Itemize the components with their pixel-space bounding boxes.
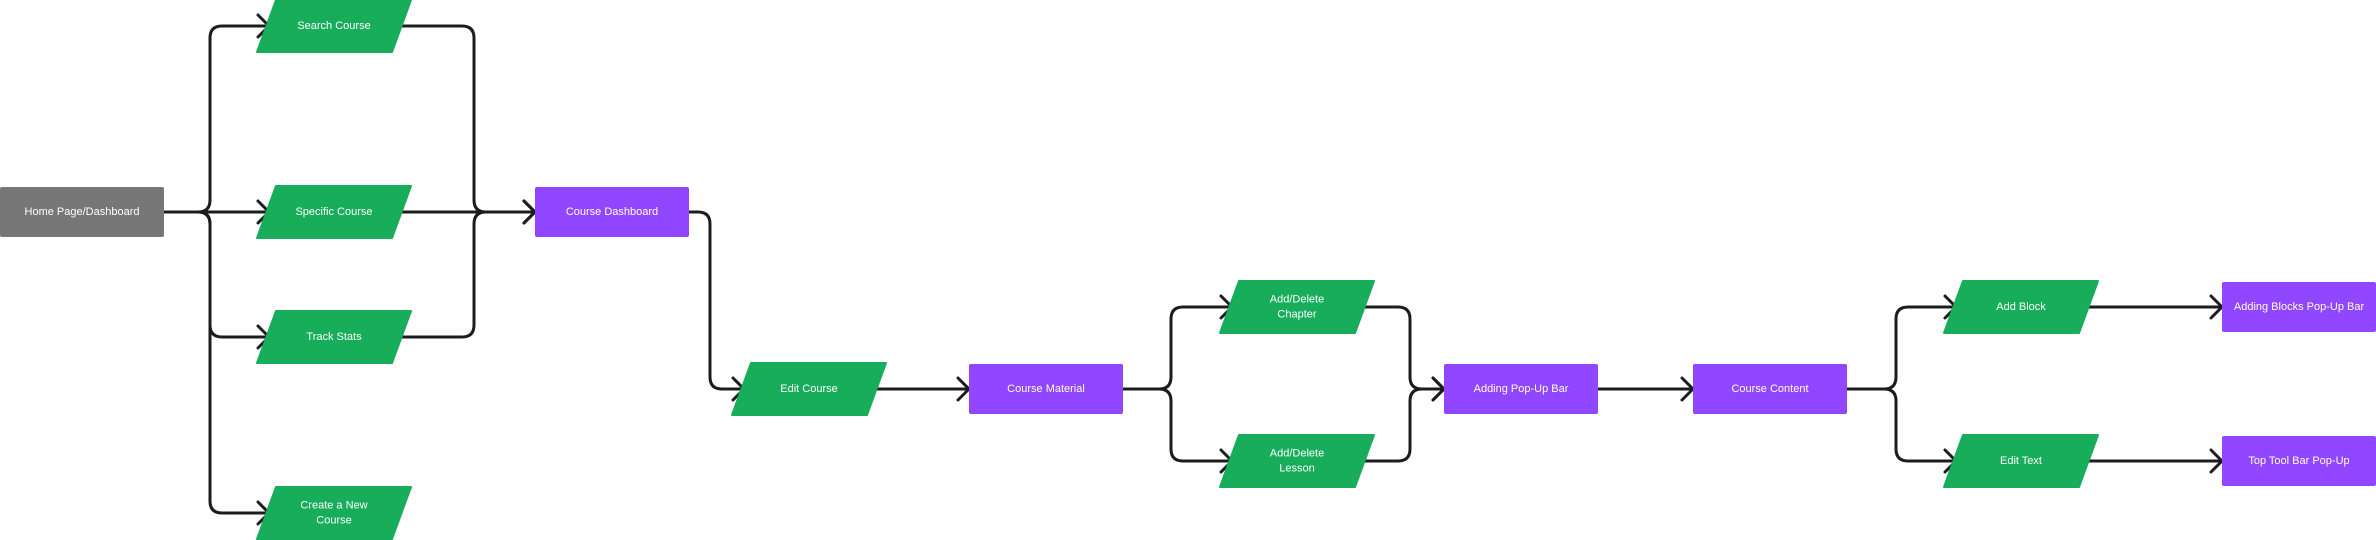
edge-home-to-create-course <box>164 210 271 526</box>
io-shape <box>256 486 412 540</box>
process-shape <box>1444 364 1598 414</box>
edge-line <box>164 24 269 214</box>
node-label: Specific Course <box>295 206 372 218</box>
node-top-tool-bar-popup: Top Tool Bar Pop-Up <box>2222 436 2376 486</box>
node-label: Add Block <box>1996 301 2046 313</box>
io-shape <box>731 362 887 416</box>
node-track-stats: Track Stats <box>256 310 412 364</box>
edge-course-dashboard-to-edit-course <box>689 210 746 402</box>
edge-line <box>164 210 269 515</box>
node-label: Home Page/Dashboard <box>25 206 140 218</box>
io-shape <box>1219 280 1375 334</box>
edge-home-to-search-course <box>164 13 271 214</box>
node-label: Course Content <box>1731 383 1808 395</box>
edge-add-delete-chapter-to-adding-popup-bar <box>1360 305 1446 402</box>
process-shape <box>2222 282 2376 332</box>
io-shape <box>1943 434 2099 488</box>
edge-course-content-to-add-block <box>1847 294 1958 391</box>
node-label: Edit Course <box>780 383 837 395</box>
edge-track-stats-to-course-dashboard <box>397 199 537 339</box>
node-label: Top Tool Bar Pop-Up <box>2248 455 2349 467</box>
edge-add-block-to-adding-blocks-popup-bar <box>2084 294 2224 320</box>
node-label: Lesson <box>1279 463 1314 475</box>
edge-line <box>1360 387 1444 463</box>
node-edit-text: Edit Text <box>1943 434 2099 488</box>
node-label: Course Material <box>1007 383 1085 395</box>
node-specific-course: Specific Course <box>256 185 412 239</box>
node-label: Add/Delete <box>1270 448 1324 460</box>
edge-course-material-to-add-delete-chapter <box>1123 294 1234 391</box>
node-label: Search Course <box>297 20 370 32</box>
edge-home-to-track-stats <box>164 210 271 350</box>
start-shape <box>0 187 164 237</box>
process-shape <box>2222 436 2376 486</box>
node-course-dashboard: Course Dashboard <box>535 187 689 237</box>
process-shape <box>1693 364 1847 414</box>
node-course-material: Course Material <box>969 364 1123 414</box>
edge-line <box>1847 387 1956 463</box>
io-shape <box>1219 434 1375 488</box>
edge-line <box>164 210 269 339</box>
node-adding-popup-bar: Adding Pop-Up Bar <box>1444 364 1598 414</box>
node-label: Create a New <box>300 500 367 512</box>
node-edit-course: Edit Course <box>731 362 887 416</box>
edge-line <box>397 24 535 214</box>
node-label: Chapter <box>1277 309 1316 321</box>
node-label: Track Stats <box>306 331 362 343</box>
edge-line <box>397 210 535 339</box>
edge-add-delete-lesson-to-adding-popup-bar <box>1360 376 1446 463</box>
node-course-content: Course Content <box>1693 364 1847 414</box>
edge-line <box>1360 305 1444 391</box>
edge-line <box>1123 305 1232 391</box>
node-adding-blocks-popup-bar: Adding Blocks Pop-Up Bar <box>2222 282 2376 332</box>
node-label: Adding Pop-Up Bar <box>1474 383 1569 395</box>
node-add-block: Add Block <box>1943 280 2099 334</box>
node-label: Add/Delete <box>1270 294 1324 306</box>
io-shape <box>256 185 412 239</box>
node-label: Adding Blocks Pop-Up Bar <box>2234 301 2365 313</box>
edge-edit-course-to-course-material <box>872 376 971 402</box>
io-shape <box>1943 280 2099 334</box>
edge-course-content-to-edit-text <box>1847 387 1958 474</box>
io-shape <box>256 310 412 364</box>
node-search-course: Search Course <box>256 0 412 53</box>
edge-line <box>1847 305 1956 391</box>
node-label: Course Dashboard <box>566 206 658 218</box>
io-shape <box>256 0 412 53</box>
edge-course-material-to-add-delete-lesson <box>1123 387 1234 474</box>
node-label: Edit Text <box>2000 455 2042 467</box>
edge-line <box>1123 387 1232 463</box>
edges-layer <box>164 13 2224 526</box>
edge-adding-popup-bar-to-course-content <box>1598 376 1695 402</box>
process-shape <box>535 187 689 237</box>
edge-edit-text-to-top-tool-bar-popup <box>2084 448 2224 474</box>
edge-line <box>689 210 744 391</box>
edge-search-course-to-course-dashboard <box>397 24 537 225</box>
node-home: Home Page/Dashboard <box>0 187 164 237</box>
node-label: Course <box>316 515 351 527</box>
process-shape <box>969 364 1123 414</box>
